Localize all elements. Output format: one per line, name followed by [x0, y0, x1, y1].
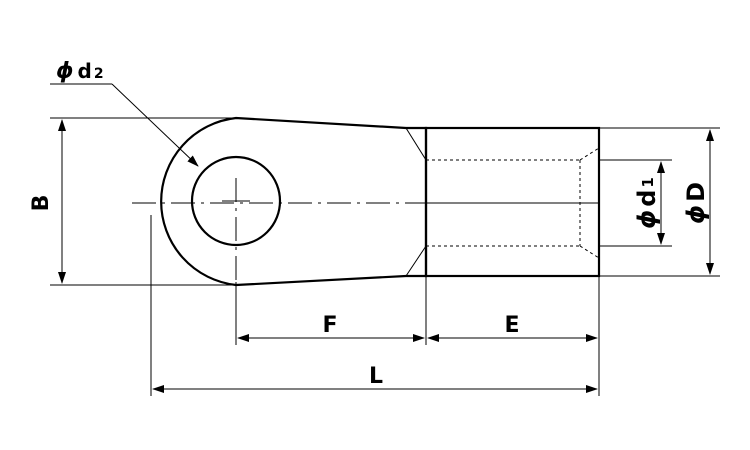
- terminal-barrel: [424, 126, 601, 278]
- label-d2-phi: ϕ: [56, 59, 74, 84]
- label-d1-letter: d: [633, 190, 661, 207]
- label-E: E: [504, 313, 519, 338]
- transition-chamfer-top: [405, 127, 427, 161]
- label-d2-letter: d: [78, 59, 92, 83]
- label-d2-sub: 2: [94, 66, 104, 82]
- label-D: ϕD: [682, 182, 710, 224]
- label-d1-phi: ϕ: [633, 210, 661, 229]
- bore-hidden-flare-top: [579, 147, 600, 161]
- label-D-letter: D: [682, 182, 710, 202]
- transition-chamfer-bottom: [405, 245, 427, 277]
- label-F: F: [322, 313, 337, 338]
- label-d1: ϕd 1: [633, 177, 661, 229]
- leader-d2-arrow: [111, 83, 199, 167]
- bore-hidden-flare-bottom: [579, 245, 600, 259]
- label-d1-sub: 1: [639, 177, 657, 187]
- ring-hole: [190, 155, 282, 247]
- label-L: L: [369, 364, 383, 389]
- label-B: B: [29, 195, 54, 212]
- label-D-phi: ϕ: [682, 205, 710, 224]
- terminal-tongue-outline: [160, 116, 428, 287]
